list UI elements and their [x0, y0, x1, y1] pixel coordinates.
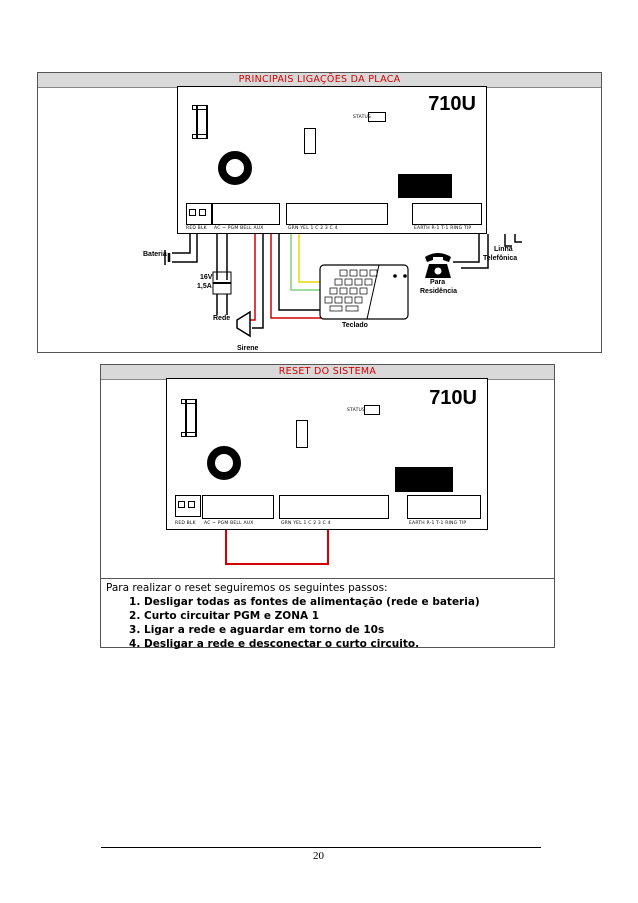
battery-label: Bateria: [143, 251, 167, 258]
power-spec-current: 1,5A: [197, 283, 212, 290]
siren-wire-black: [252, 234, 264, 329]
siren-wire-red: [245, 234, 256, 321]
power-spec-voltage: 16V: [200, 274, 213, 281]
toroid-coil: [218, 151, 252, 185]
wiring-diagram: [164, 234, 522, 338]
battery-terminal-block: [186, 203, 212, 225]
phone-line-wire: [453, 234, 480, 263]
battery-terminal-block: [175, 495, 201, 517]
reset-step: Ligar a rede e aguardar em torno de 10s: [144, 623, 550, 637]
status-led: [368, 112, 386, 122]
keypad-wire-green: [290, 234, 327, 291]
phone-terminal-block: [407, 495, 481, 519]
status-label: STATUS: [347, 408, 366, 413]
terminal-screw: [189, 209, 196, 216]
keypad-label: Teclado: [342, 322, 368, 329]
terminal-screw: [188, 501, 195, 508]
power-terminal-labels: AC ~ PGM BELL AUX: [214, 226, 264, 231]
power-terminal-block: [202, 495, 274, 519]
reset-intro: Para realizar o reset seguiremos os segu…: [106, 582, 388, 594]
fuse-cap-bottom: [192, 134, 208, 139]
phone-line-label-1: Linha: [494, 246, 513, 253]
reset-step: Curto circuitar PGM e ZONA 1: [144, 609, 550, 623]
reset-step: Desligar a rede e desconectar o curto ci…: [144, 637, 550, 651]
siren-label: Sirene: [237, 345, 259, 352]
keypad-wire-red: [270, 234, 327, 319]
reset-step: Desligar todas as fontes de alimentação …: [144, 595, 550, 609]
model-label: 710U: [428, 93, 476, 115]
terminal-screw: [199, 209, 206, 216]
power-terminal-block: [212, 203, 280, 225]
fuse-cap-top: [192, 105, 208, 110]
page-number: 20: [313, 850, 324, 862]
model-label: 710U: [429, 387, 477, 409]
status-label: STATUS: [353, 115, 372, 120]
keypad-wire-black: [278, 234, 327, 311]
residence-label-1: Para: [430, 279, 446, 286]
header-connector: [304, 128, 316, 154]
terminal-screw: [178, 501, 185, 508]
battery-terminal-labels: RED BLK: [175, 521, 196, 526]
battery-wire: [172, 234, 191, 254]
keypad-keys: [324, 269, 378, 312]
zone-terminal-block: [286, 203, 388, 225]
zone-terminal-block: [279, 495, 389, 519]
siren-icon: [236, 310, 251, 338]
zone-terminal-labels: GRN YEL 1 C 2 3 C 4: [281, 521, 331, 526]
short-circuit-wire: [225, 530, 329, 565]
main-board-diagram: 710U STATUS RED BLK AC ~ PGM BELL AUX GR…: [177, 86, 487, 234]
power-terminal-labels: AC ~ PGM BELL AUX: [204, 521, 254, 526]
telephone-icon: [425, 253, 451, 278]
wiring-section-frame: [37, 72, 602, 353]
phone-terminal-labels: EARTH R-1 T-1 RING TIP: [409, 521, 467, 526]
phone-terminal-block: [412, 203, 482, 225]
header-connector: [296, 420, 308, 448]
reset-board-diagram: 710U STATUS RED BLK AC ~ PGM BELL AUX GR…: [166, 378, 488, 530]
chip-block: [398, 174, 452, 198]
fuse-cap-bottom: [181, 432, 197, 437]
battery-wire: [172, 234, 198, 263]
telco-line-wire: [504, 234, 512, 247]
fuse-component: [196, 105, 208, 139]
chip-block: [395, 467, 453, 492]
residence-label-2: Residência: [420, 288, 457, 295]
phone-line-wire: [461, 234, 489, 269]
reset-short-circuit-wire: [225, 530, 329, 565]
telco-line-wire: [514, 234, 522, 243]
reset-section-frame: [100, 364, 555, 648]
status-led: [364, 405, 380, 415]
toroid-coil: [207, 446, 241, 480]
mains-label: Rede: [213, 315, 231, 322]
battery-terminal-labels: RED BLK: [186, 226, 207, 231]
reset-instructions: Para realizar o reset seguiremos os segu…: [106, 581, 550, 651]
reset-divider: [101, 578, 554, 579]
phone-line-label-2: Telefônica: [483, 255, 518, 262]
zone-terminal-labels: GRN YEL 1 C 2 3 C 4: [288, 226, 338, 231]
reset-steps-list: Desligar todas as fontes de alimentação …: [106, 595, 550, 651]
fuse-cap-top: [181, 399, 197, 404]
keypad-wire-yellow: [298, 234, 327, 283]
footer-rule: [101, 847, 541, 848]
fuse-component: [185, 399, 197, 437]
phone-terminal-labels: EARTH R-1 T-1 RING TIP: [414, 226, 472, 231]
